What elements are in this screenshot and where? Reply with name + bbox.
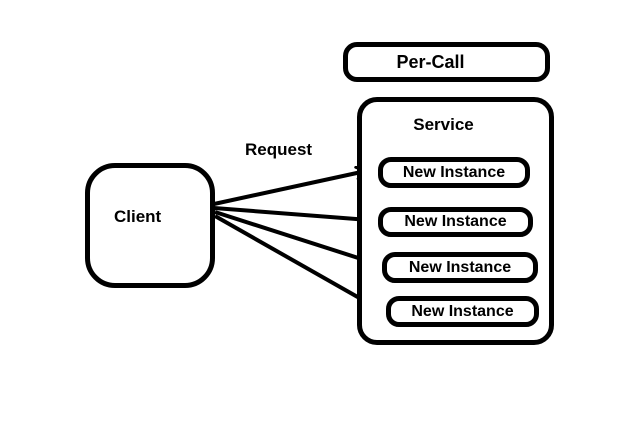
new-instance-label-4: New Instance xyxy=(411,302,514,320)
new-instance-label-2: New Instance xyxy=(404,213,507,230)
new-instance-box-3: New Instance xyxy=(382,252,538,283)
request-arrow-4 xyxy=(214,214,377,308)
new-instance-box-2: New Instance xyxy=(378,207,533,237)
new-instance-label-1: New Instance xyxy=(402,163,506,181)
request-label: Request xyxy=(245,140,313,159)
request-arrow-1 xyxy=(213,171,366,206)
new-instance-label-3: New Instance xyxy=(408,258,512,276)
per-call-title-box: Per-Call xyxy=(343,42,550,82)
client-label: Client xyxy=(114,206,162,226)
request-arrow-3 xyxy=(214,210,377,264)
client-box: Client xyxy=(85,163,215,288)
service-box: Service New Instance New Instance New In… xyxy=(357,97,554,345)
new-instance-box-4: New Instance xyxy=(386,296,539,327)
service-label: Service xyxy=(413,115,474,134)
request-arrow-2 xyxy=(213,206,369,220)
per-call-title: Per-Call xyxy=(396,51,465,72)
new-instance-box-1: New Instance xyxy=(378,157,530,188)
